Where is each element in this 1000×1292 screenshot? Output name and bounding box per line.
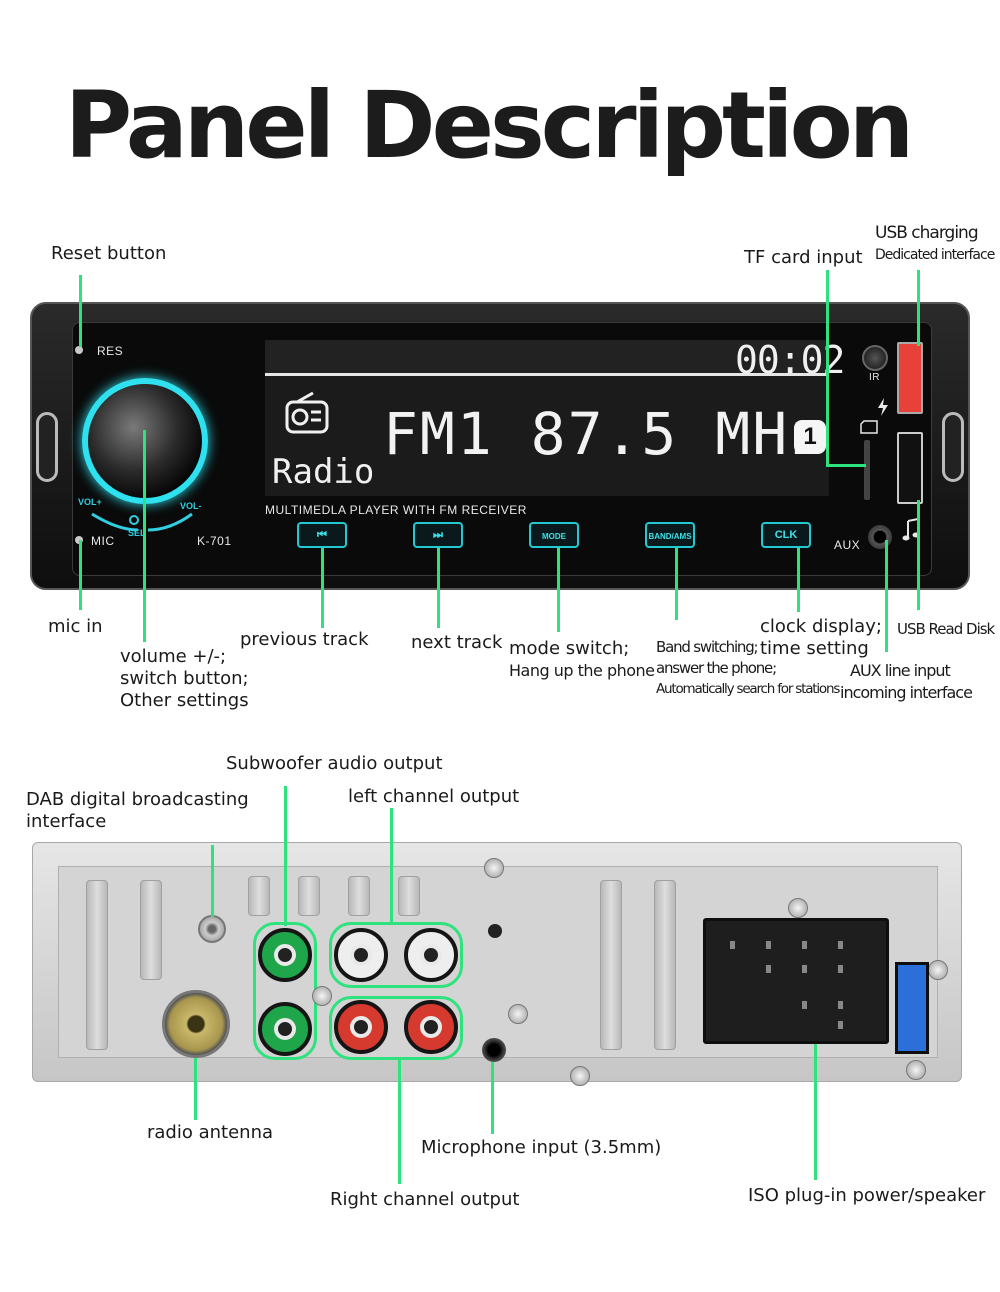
res-label: RES [97,344,124,358]
vent-slot [600,880,622,1050]
mic-input-line [491,1062,494,1134]
dab-line [211,845,214,917]
tf-line-vertical [826,270,829,466]
aux-label: AUX line input incoming interface [840,661,973,702]
right-rca[interactable] [404,1000,458,1054]
left-line [390,808,393,924]
clock-line [797,548,800,612]
sd-card-icon [860,420,878,434]
mode-line [557,548,560,632]
vent-slot [86,880,108,1050]
vent-slot [654,880,676,1050]
vent-slot [248,876,270,916]
usb-read-label: USB Read Disk [897,620,995,638]
iso-connector[interactable] [703,918,889,1044]
band-button[interactable]: BAND/AMS [645,522,695,548]
antenna-line [194,1058,197,1120]
frequency-readout: FM1 87.5 MHz [383,400,827,468]
band-label: Band switching; answer the phone; Automa… [656,638,840,697]
panel-caption: MULTIMEDLA PLAYER WITH FM RECEIVER [265,503,527,517]
usb-charge-label: USB charging Dedicated interface [875,223,995,263]
volume-line [143,430,146,642]
mode-label: mode switch; Hang up the phone [509,638,655,680]
left-rca[interactable] [334,928,388,982]
mic-input-label: Microphone input (3.5mm) [421,1137,662,1158]
model-label: K-701 [197,534,232,548]
screw-icon [788,898,808,918]
mic-label: mic in [48,616,103,637]
mic-jack[interactable] [482,1038,506,1062]
dab-label: DAB digital broadcasting interface [26,789,249,832]
mode-button[interactable]: MODE [529,522,579,548]
screw-icon [928,960,948,980]
vent-slot [298,876,320,916]
vent-slot [398,876,420,916]
right-rca[interactable] [334,1000,388,1054]
preset-badge: 1 [794,420,826,454]
usb-read-port[interactable] [897,432,923,504]
ir-label: IR [869,372,880,383]
tf-line-horizontal [826,464,866,467]
clock-label: clock display; time setting [760,616,882,659]
screw-icon [906,1060,926,1080]
reset-hole[interactable] [75,346,83,354]
vent-slot [348,876,370,916]
left-channel-label: left channel output [348,786,520,807]
mic-line [79,540,82,610]
left-channel-group [329,922,463,988]
vent-slot [140,880,162,980]
iso-line [814,1044,817,1180]
band-line [675,548,678,620]
screw-icon [312,986,332,1006]
antenna-socket[interactable] [162,990,230,1058]
left-clip [36,412,58,482]
usb-charge-line [917,270,920,346]
prev-track-button[interactable]: ⏮ [297,522,347,548]
screw-icon [484,858,504,878]
mic-panel-label: MIC [91,534,115,548]
vol-minus-label: VOL- [180,501,202,511]
subwoofer-label: Subwoofer audio output [226,753,443,774]
subwoofer-rca[interactable] [258,1002,312,1056]
aux-line [885,540,888,652]
tf-card-slot[interactable] [864,440,870,500]
right-line [398,1060,401,1184]
lightning-icon [878,398,888,416]
vol-plus-label: VOL+ [78,497,102,507]
volume-label: volume +/-; switch button; Other setting… [120,646,249,711]
iso-label: ISO plug-in power/speaker [748,1185,986,1206]
radio-icon [285,391,329,434]
left-rca[interactable] [404,928,458,982]
subwoofer-rca[interactable] [258,928,312,982]
antenna-label: radio antenna [147,1122,274,1143]
sel-label: SEL [128,528,146,538]
lcd-top-bar [265,340,829,376]
prev-label: previous track [240,629,369,650]
aux-jack[interactable] [868,525,892,549]
dab-connector[interactable] [198,915,226,943]
source-readout: Radio [272,452,375,492]
subwoofer-line [284,786,287,926]
volume-arrows-icon [91,512,193,532]
page-title: Panel Description [64,72,915,179]
screw-icon [508,1004,528,1024]
usb-charge-port[interactable] [897,342,923,414]
tf-label: TF card input [744,247,863,268]
prev-line [321,548,324,628]
right-clip [942,412,964,482]
reset-line [79,275,82,347]
screw-icon [570,1066,590,1086]
next-line [437,548,440,628]
clk-button[interactable]: CLK [761,522,811,548]
usb-read-line [917,500,920,610]
right-channel-group [329,996,463,1060]
next-track-button[interactable]: ⏭ [413,522,463,548]
right-channel-label: Right channel output [330,1189,520,1210]
mount-hole [488,924,502,938]
ir-sensor [862,345,888,371]
reset-label: Reset button [51,243,167,264]
next-label: next track [411,632,503,653]
fuse [895,962,929,1054]
aux-panel-label: AUX [834,538,861,552]
